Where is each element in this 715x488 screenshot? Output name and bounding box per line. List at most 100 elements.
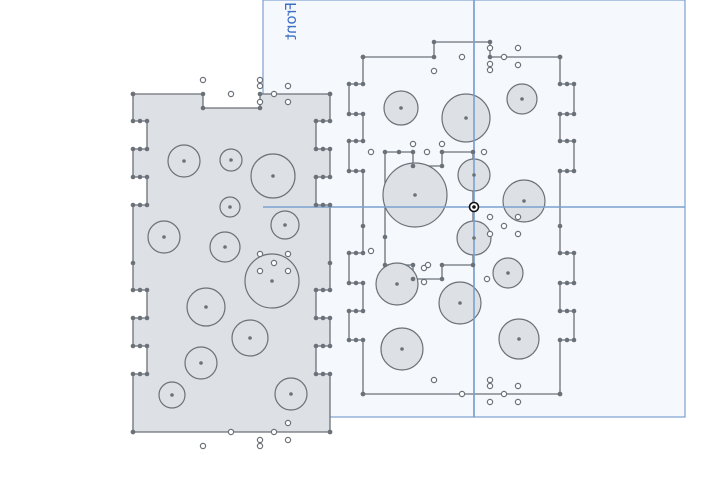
vertex-dot — [346, 337, 352, 343]
constraint-point — [420, 278, 428, 286]
constraint-point — [367, 148, 375, 156]
midpoint-dot — [137, 287, 143, 293]
vertex-dot — [360, 280, 366, 286]
constraint-point — [514, 213, 522, 221]
constraint-point — [284, 436, 292, 444]
constraint-point — [256, 76, 264, 84]
constraint-point — [480, 148, 488, 156]
vertex-dot — [557, 280, 563, 286]
constraint-points — [130, 39, 577, 450]
front-plane-label[interactable]: Front — [282, 2, 300, 40]
constraint-point — [284, 267, 292, 275]
vertex-dot — [313, 315, 319, 321]
constraint-point — [256, 250, 264, 258]
vertex-dot — [346, 138, 352, 144]
vertex-dot — [313, 146, 319, 152]
vertex-dot — [144, 343, 150, 349]
midpoint-dot — [382, 234, 388, 240]
vertex-dot — [313, 287, 319, 293]
constraint-point — [514, 382, 522, 390]
center-point — [229, 158, 233, 162]
hole-circle[interactable] — [147, 220, 181, 254]
midpoint-dot — [564, 111, 570, 117]
constraint-point — [430, 376, 438, 384]
vertex-dot — [571, 250, 577, 256]
center-point — [520, 97, 524, 101]
hole-circle[interactable] — [231, 319, 269, 357]
hole-circle[interactable] — [244, 253, 300, 309]
vertex-dot — [327, 118, 333, 124]
vertex-dot — [313, 174, 319, 180]
hole-circle[interactable] — [184, 346, 218, 380]
center-point — [506, 271, 510, 275]
vertex-dot — [360, 308, 366, 314]
midpoint-dot — [564, 337, 570, 343]
constraint-point — [199, 76, 207, 84]
constraint-point — [486, 60, 494, 68]
center-point — [283, 223, 287, 227]
hole-circle[interactable] — [270, 210, 300, 240]
vertex-dot — [313, 118, 319, 124]
hole-circle[interactable] — [219, 148, 243, 172]
vertex-dot — [431, 54, 437, 60]
constraint-point — [227, 428, 235, 436]
vertex-dot — [360, 391, 366, 397]
midpoint-dot — [320, 146, 326, 152]
vertex-dot — [557, 337, 563, 343]
vertex-dot — [410, 149, 416, 155]
midpoint-dot — [564, 280, 570, 286]
constraint-point — [483, 275, 491, 283]
midpoint-dot — [137, 343, 143, 349]
center-point — [248, 336, 252, 340]
constraint-point — [486, 213, 494, 221]
vertex-dot — [410, 276, 416, 282]
constraint-point — [227, 90, 235, 98]
vertex-dot — [557, 391, 563, 397]
constraint-point — [284, 250, 292, 258]
hole-circle[interactable] — [219, 196, 241, 218]
midpoint-dot — [137, 202, 143, 208]
hole-circle[interactable] — [186, 287, 226, 327]
vertex-dot — [130, 371, 136, 377]
hole-circle[interactable] — [167, 144, 201, 178]
hole-circle[interactable] — [250, 153, 296, 199]
center-point — [458, 301, 462, 305]
vertex-dot — [257, 105, 263, 111]
midpoint-dot — [353, 111, 359, 117]
vertex-dot — [130, 315, 136, 321]
vertex-dot — [346, 168, 352, 174]
midpoint-dot — [320, 371, 326, 377]
midpoint-dot — [320, 118, 326, 124]
origin-dot — [472, 205, 476, 209]
constraint-point — [500, 222, 508, 230]
hole-circle[interactable] — [274, 377, 308, 411]
vertex-dot — [327, 202, 333, 208]
vertex-dot — [439, 163, 445, 169]
vertex-dot — [144, 202, 150, 208]
constraint-point — [486, 398, 494, 406]
origin-icon[interactable] — [468, 201, 480, 213]
vertex-dot — [571, 81, 577, 87]
vertex-dot — [200, 105, 206, 111]
vertex-dot — [360, 168, 366, 174]
vertex-dot — [360, 138, 366, 144]
constraint-point — [256, 267, 264, 275]
center-point — [399, 106, 403, 110]
midpoint-dot — [320, 343, 326, 349]
vertex-dot — [130, 429, 136, 435]
vertex-dot — [327, 429, 333, 435]
constraint-point — [486, 382, 494, 390]
vertex-dot — [346, 111, 352, 117]
midpoint-dot — [564, 308, 570, 314]
constraint-point — [486, 230, 494, 238]
constraint-point — [256, 82, 264, 90]
constraint-point — [514, 61, 522, 69]
midpoint-dot — [320, 287, 326, 293]
vertex-dot — [360, 337, 366, 343]
left-plate-sketch[interactable] — [132, 93, 331, 433]
hole-circle[interactable] — [209, 231, 241, 263]
center-point — [522, 199, 526, 203]
center-point — [289, 392, 293, 396]
hole-circle[interactable] — [158, 381, 186, 409]
